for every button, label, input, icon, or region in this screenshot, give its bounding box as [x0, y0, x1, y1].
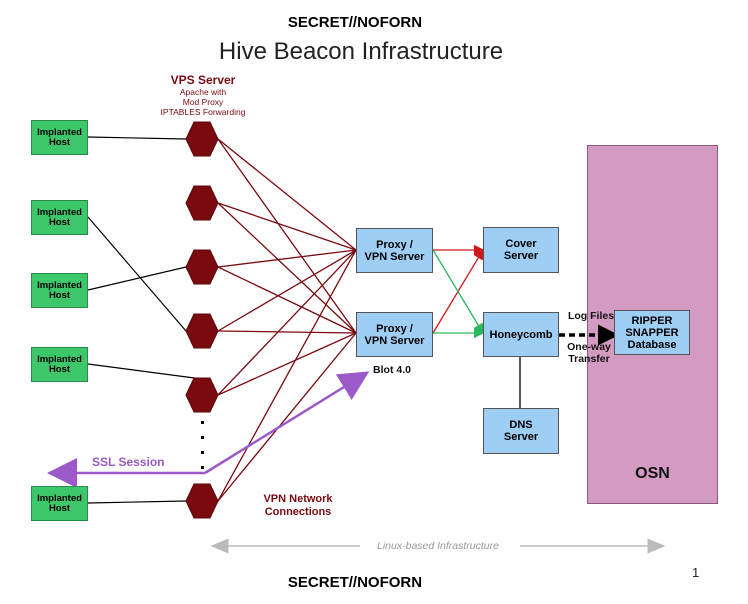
proxy-cross-links	[432, 244, 485, 339]
proxy-vpn-server-1: Proxy / VPN Server	[356, 228, 433, 273]
vps-title: VPS Server	[170, 73, 236, 87]
proxy-vpn-server-2: Proxy / VPN Server	[356, 312, 433, 357]
host-link-2	[87, 216, 187, 332]
vps-hexagons	[185, 121, 219, 519]
dns-server: DNS Server	[483, 408, 559, 454]
page-number: 1	[692, 565, 700, 580]
honeycomb-server: Honeycomb	[483, 312, 559, 357]
implanted-host-1: Implanted Host	[31, 120, 88, 155]
vpn-network-connections-label: VPN Network Connections	[263, 493, 333, 518]
host-link-1	[87, 136, 187, 140]
ripper-snapper-database: RIPPER SNAPPER Database	[614, 310, 690, 355]
classification-top: SECRET//NOFORN	[287, 14, 423, 31]
osn-label: OSN	[635, 465, 670, 482]
vps-hexagon-2	[185, 185, 219, 221]
host-link-3	[87, 266, 187, 291]
implanted-host-2: Implanted Host	[31, 200, 88, 235]
vps-hexagon-1	[185, 121, 219, 157]
host-link-4	[87, 363, 203, 380]
classification-bottom: SECRET//NOFORN	[287, 574, 423, 591]
diagram-title: Hive Beacon Infrastructure	[218, 38, 504, 65]
log-files-label: Log Files	[567, 310, 615, 322]
vps-hexagon-3	[185, 249, 219, 285]
linux-infrastructure-label: Linux-based Infrastructure	[377, 540, 499, 552]
vps-hexagon-6	[185, 483, 219, 519]
ssl-session-label: SSL Session	[92, 455, 165, 469]
blot-label: Blot 4.0	[373, 364, 411, 376]
one-way-transfer-label: One-way Transfer	[567, 341, 611, 365]
implanted-host-4: Implanted Host	[31, 347, 88, 382]
implanted-host-5: Implanted Host	[31, 486, 88, 521]
ssl-line-up	[204, 371, 370, 475]
vps-hexagon-5	[185, 377, 219, 413]
vps-hexagon-4	[185, 313, 219, 349]
vpn-mesh-lines	[217, 138, 357, 502]
cover-server: Cover Server	[483, 227, 559, 273]
host-vps-links	[87, 136, 203, 504]
vps-details: Apache with Mod Proxy IPTABLES Forwardin…	[160, 87, 246, 117]
implanted-host-3: Implanted Host	[31, 273, 88, 308]
host-link-5	[87, 500, 187, 504]
ellipsis-dots	[201, 421, 204, 469]
